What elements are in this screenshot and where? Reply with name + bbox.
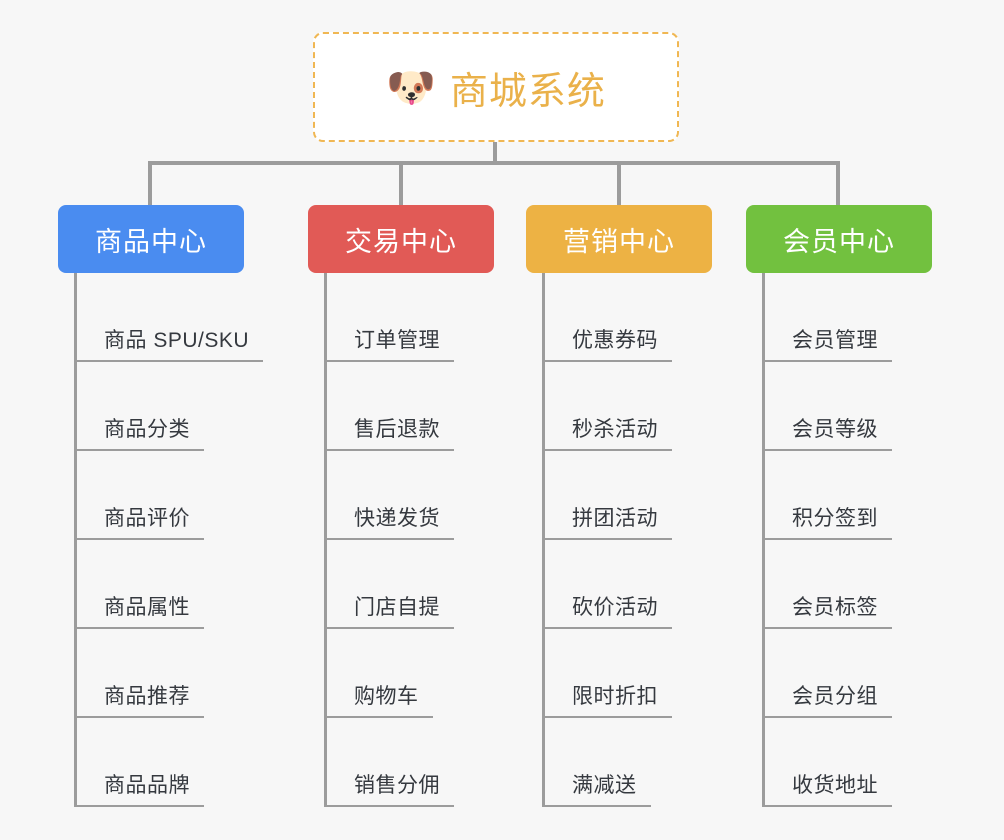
branch-items-marketing-center: 优惠券码 秒杀活动 拼团活动 砍价活动 限时折扣 满减送 [542,273,712,807]
list-item[interactable]: 商品 SPU/SKU [74,273,264,362]
list-item[interactable]: 订单管理 [324,273,494,362]
list-item[interactable]: 优惠券码 [542,273,712,362]
branch-items-trade-center: 订单管理 售后退款 快递发货 门店自提 购物车 销售分佣 [324,273,494,807]
leaf-label: 砍价活动 [572,596,658,619]
leaf-label: 秒杀活动 [572,418,658,441]
connector-drop-1 [148,161,152,207]
root-title: 商城系统 [449,70,606,113]
leaf-label: 快递发货 [354,507,440,530]
leaf-label: 会员等级 [792,418,878,441]
leaf-label: 商品分类 [104,418,190,441]
connector-horizontal-bus [148,161,840,165]
leaf-label: 售后退款 [354,418,440,441]
branch-header-marketing-center[interactable]: 营销中心 [526,205,712,273]
leaf-label: 会员管理 [792,329,878,352]
leaf-label: 会员标签 [792,596,878,619]
leaf-label: 订单管理 [354,329,440,352]
branch-title: 营销中心 [563,226,675,257]
leaf-label: 积分签到 [792,507,878,530]
branch-product-center: 商品中心 商品 SPU/SKU 商品分类 商品评价 商品属性 商品推荐 商品品牌 [58,205,264,807]
branch-trade-center: 交易中心 订单管理 售后退款 快递发货 门店自提 购物车 销售分佣 [308,205,494,807]
leaf-label: 拼团活动 [572,507,658,530]
list-item[interactable]: 拼团活动 [542,451,712,540]
branch-spine [542,273,545,807]
leaf-label: 门店自提 [354,596,440,619]
branch-spine [762,273,765,807]
list-item[interactable]: 秒杀活动 [542,362,712,451]
connector-root-stem [493,142,497,163]
root-node[interactable]: 🐶 商城系统 [313,32,679,142]
list-item[interactable]: 会员等级 [762,362,932,451]
leaf-label: 销售分佣 [354,774,440,797]
branch-title: 商品中心 [95,226,207,257]
list-item[interactable]: 会员分组 [762,629,932,718]
connector-drop-2 [399,161,403,207]
list-item[interactable]: 商品属性 [74,540,263,629]
leaf-label: 优惠券码 [572,329,658,352]
leaf-label: 限时折扣 [572,685,658,708]
branch-header-member-center[interactable]: 会员中心 [746,205,932,273]
leaf-label: 满减送 [572,774,637,797]
list-item[interactable]: 商品推荐 [74,629,263,718]
branch-title: 会员中心 [783,226,895,257]
leaf-label: 商品属性 [104,596,190,619]
leaf-label: 会员分组 [792,685,878,708]
list-item[interactable]: 积分签到 [762,451,932,540]
list-item[interactable]: 购物车 [324,629,494,718]
branch-header-product-center[interactable]: 商品中心 [58,205,244,273]
branch-spine [74,273,77,807]
list-item[interactable]: 商品分类 [74,362,263,451]
list-item[interactable]: 销售分佣 [324,718,494,807]
leaf-label: 收货地址 [792,774,878,797]
connector-drop-3 [617,161,621,207]
list-item[interactable]: 收货地址 [762,718,932,807]
list-item[interactable]: 门店自提 [324,540,494,629]
leaf-label: 商品品牌 [104,774,190,797]
list-item[interactable]: 商品评价 [74,451,263,540]
list-item[interactable]: 会员标签 [762,540,932,629]
list-item[interactable]: 售后退款 [324,362,494,451]
list-item[interactable]: 商品品牌 [74,718,263,807]
branch-items-product-center: 商品 SPU/SKU 商品分类 商品评价 商品属性 商品推荐 商品品牌 [74,273,264,807]
list-item[interactable]: 快递发货 [324,451,494,540]
leaf-label: 购物车 [354,685,419,708]
list-item[interactable]: 满减送 [542,718,712,807]
branch-member-center: 会员中心 会员管理 会员等级 积分签到 会员标签 会员分组 收货地址 [746,205,932,807]
leaf-label: 商品 SPU/SKU [104,329,250,352]
list-item[interactable]: 限时折扣 [542,629,712,718]
branch-title: 交易中心 [345,226,457,257]
list-item[interactable]: 砍价活动 [542,540,712,629]
branch-header-trade-center[interactable]: 交易中心 [308,205,494,273]
branch-spine [324,273,327,807]
leaf-label: 商品推荐 [104,685,190,708]
dog-face-icon: 🐶 [386,66,436,110]
branch-marketing-center: 营销中心 优惠券码 秒杀活动 拼团活动 砍价活动 限时折扣 满减送 [526,205,712,807]
list-item[interactable]: 会员管理 [762,273,932,362]
leaf-label: 商品评价 [104,507,190,530]
branch-items-member-center: 会员管理 会员等级 积分签到 会员标签 会员分组 收货地址 [762,273,932,807]
connector-drop-4 [836,161,840,207]
